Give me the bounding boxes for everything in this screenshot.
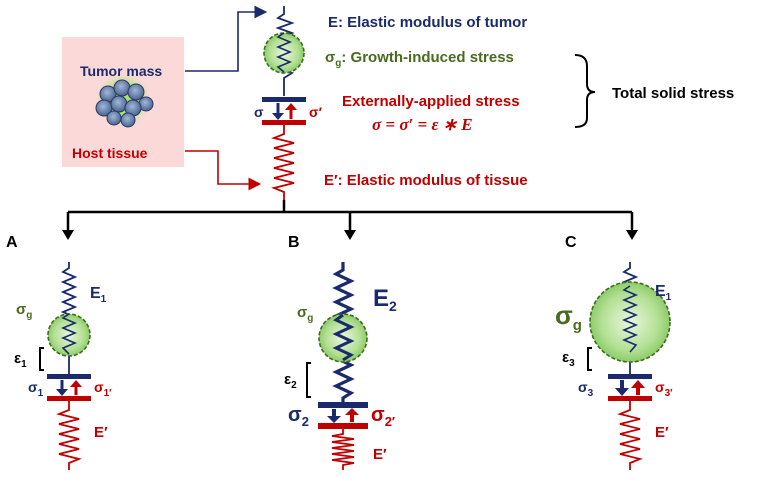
stress-equation: σ = σ′ = ε ∗ E: [372, 115, 473, 134]
arrow-b-icon: [344, 230, 356, 240]
panel-a-sigma-left: σ1: [28, 379, 44, 399]
tumor-connector-arrow: [185, 5, 268, 72]
tissue-plate: [262, 120, 306, 125]
tumor-mass-label: Tumor mass: [80, 63, 162, 79]
panel-a-e-prime: E′: [94, 424, 108, 441]
panel-b-tissue-spring: [331, 429, 355, 470]
tumor-spring-inner: [275, 32, 293, 73]
panel-b: E2 σg ε2 σ2 σ2′ E′: [284, 262, 397, 470]
panel-c-epsilon: ε3: [562, 349, 575, 369]
arrow-a-icon: [62, 230, 74, 240]
sigma-prime-label: σ′: [309, 104, 323, 120]
panel-a-label: A: [6, 234, 18, 251]
arrow-c-icon: [626, 230, 638, 240]
panel-b-label: B: [288, 234, 300, 251]
panel-c: E1 σg ε3 σ3 σ3′ E′: [555, 262, 673, 470]
elastic-tumor-text: E: Elastic modulus of tumor: [328, 14, 527, 31]
panel-b-e-prime: E′: [373, 446, 387, 463]
panel-c-sigma-g: σg: [555, 300, 582, 334]
panel-c-e-prime: E′: [655, 424, 669, 441]
panel-b-sigma-g: σg: [297, 304, 313, 324]
tissue-connector-arrow: [185, 150, 262, 191]
tumor-cells-icon: [93, 70, 154, 130]
panel-c-label: C: [565, 234, 577, 251]
panel-a-sigma-g: σg: [16, 301, 32, 321]
external-stress-text: Externally-applied stress: [342, 93, 520, 110]
panel-a-epsilon: ε1: [14, 350, 27, 370]
sigma-label: σ: [254, 104, 264, 120]
panel-b-e-label: E2: [373, 285, 397, 314]
panel-c-sigma-right: σ3′: [655, 379, 673, 399]
panel-a-tissue-spring: [56, 401, 82, 470]
panel-b-sigma-right: σ2′: [371, 404, 395, 429]
panel-b-sigma-left: σ2: [288, 404, 309, 429]
panel-a-sigma-right: σ1′: [94, 379, 112, 399]
total-solid-stress-label: Total solid stress: [612, 85, 734, 102]
growth-stress-text: σg: Growth-induced stress: [325, 49, 514, 69]
panel-b-epsilon: ε2: [284, 371, 297, 391]
total-stress-brace: [574, 54, 596, 128]
panel-c-tissue-spring: [617, 401, 643, 470]
tissue-spring: [271, 125, 295, 200]
tumor-plate: [262, 97, 306, 102]
panel-c-e-label: E1: [655, 283, 672, 303]
host-tissue-label: Host tissue: [72, 145, 148, 161]
panel-a: E1 σg ε1 σ1 σ1′ E′: [14, 262, 112, 470]
panel-c-sigma-left: σ3: [578, 379, 594, 399]
elastic-tissue-text: E′: Elastic modulus of tissue: [324, 172, 528, 189]
panel-a-e-label: E1: [90, 285, 107, 305]
